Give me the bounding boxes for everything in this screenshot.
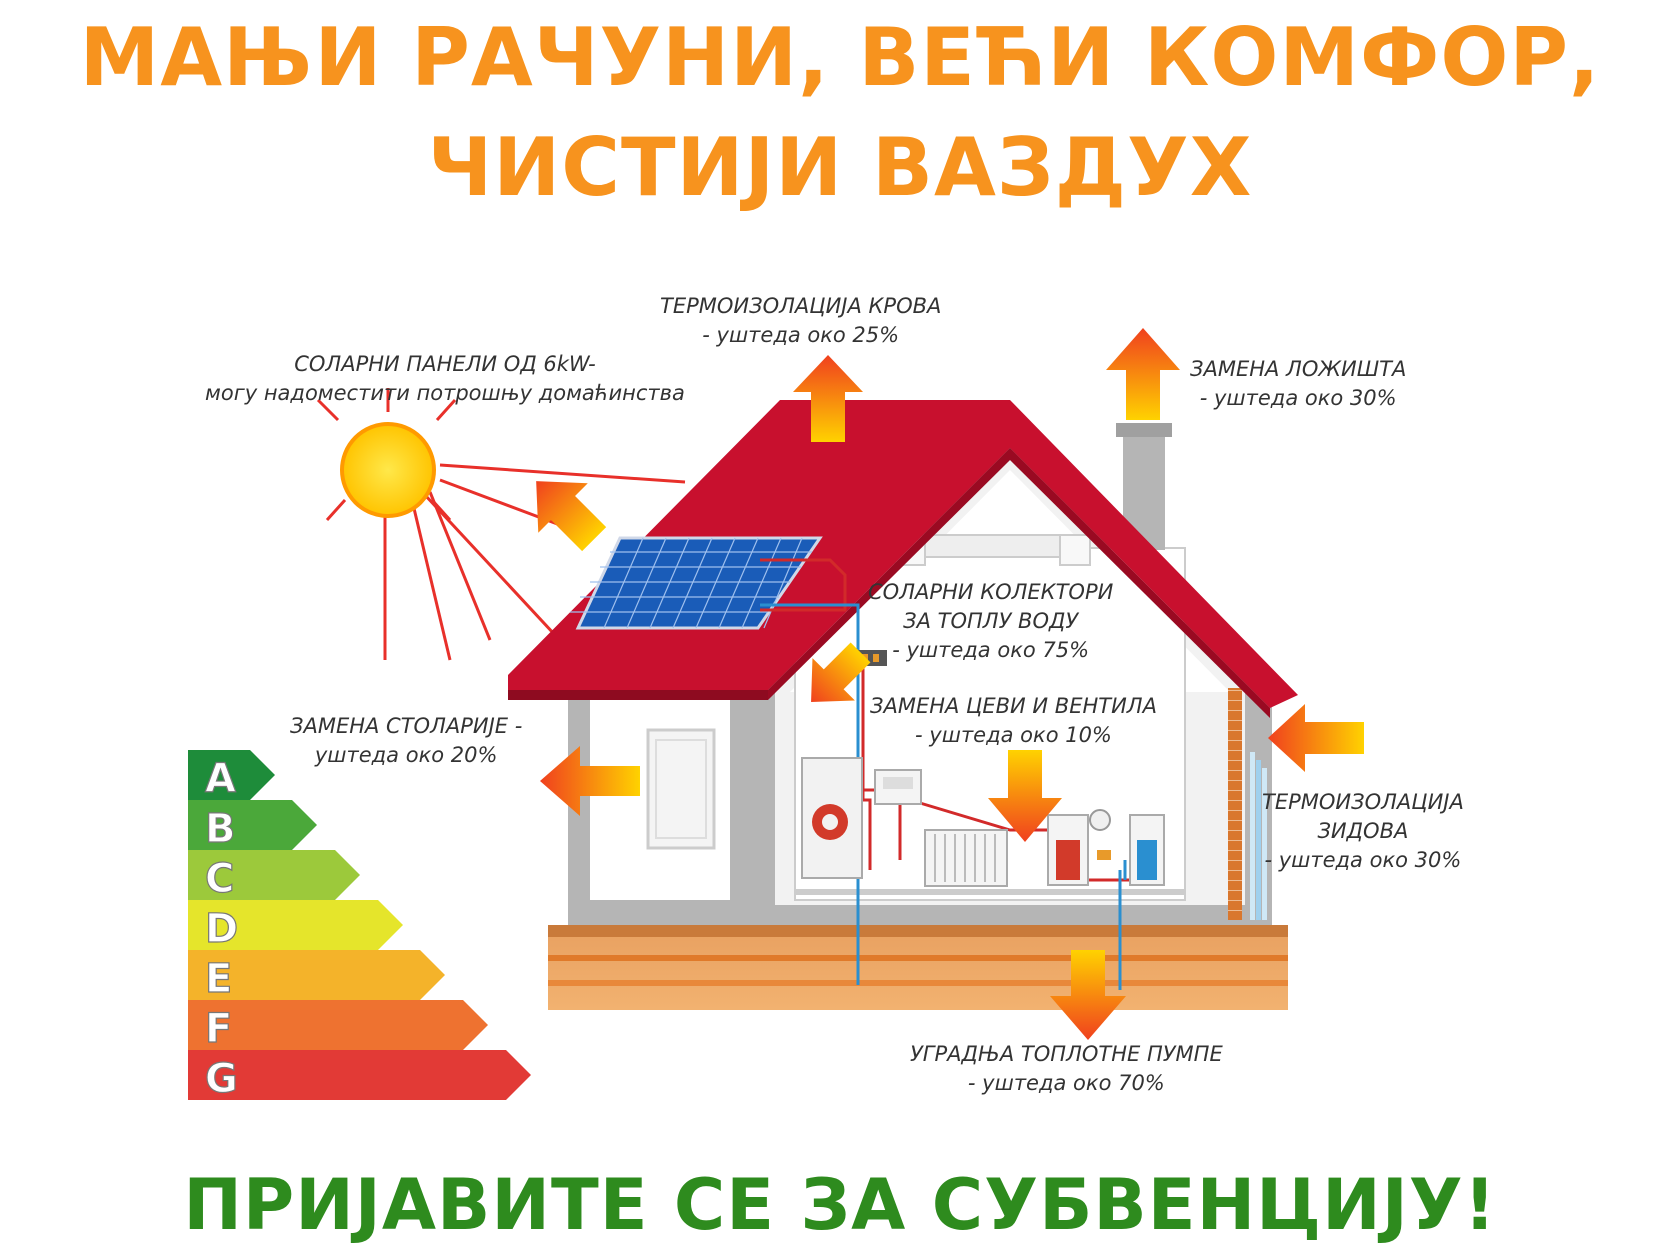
label-solar-panels-title: СОЛАРНИ ПАНЕЛИ ОД 6kW- — [294, 352, 596, 376]
walls-arrow-icon — [1268, 704, 1364, 772]
rating-class-a: A — [188, 750, 275, 803]
roof-arrow-icon — [793, 355, 863, 442]
label-windows-saving: уштеда око 20% — [314, 743, 498, 767]
house-extension — [568, 692, 748, 925]
label-heat-pump-saving: - уштеда око 70% — [967, 1071, 1165, 1095]
rating-class-d: D — [188, 900, 403, 953]
label-pipes-saving: - уштеда око 10% — [915, 723, 1112, 747]
svg-text:A: A — [205, 756, 236, 802]
chimney-arrow-icon — [1106, 328, 1180, 420]
svg-text:B: B — [205, 806, 236, 852]
label-roof-insulation: ТЕРМОИЗОЛАЦИЈА КРОВА - уштеда око 25% — [660, 292, 941, 350]
rating-class-f: F — [188, 1000, 488, 1053]
windows-arrow-icon — [540, 746, 640, 816]
solar-arrow-icon — [536, 481, 607, 552]
boiler-unit — [874, 769, 922, 805]
label-pipes-title: ЗАМЕНА ЦЕВИ И ВЕНТИЛА — [870, 694, 1157, 718]
window-icon — [646, 728, 716, 850]
call-to-action: ПРИЈАВИТЕ СЕ ЗА СУБВЕНЦИЈУ! — [183, 1164, 1497, 1246]
label-solar-panels-saving: могу надоместити потрошњу домаћинства — [205, 381, 685, 405]
label-wall-insulation: ТЕРМОИЗОЛАЦИЈА ЗИДОВА - уштеда око 30% — [1262, 788, 1464, 875]
label-heat-pump: УГРАДЊА ТОПЛОТНЕ ПУМПЕ - уштеда око 70% — [910, 1040, 1223, 1098]
ground — [548, 925, 1288, 1010]
label-roof-title: ТЕРМОИЗОЛАЦИЈА КРОВА — [660, 294, 942, 318]
water-tank-icon — [1047, 814, 1165, 886]
label-furnace: ЗАМЕНА ЛОЖИШТА - уштеда око 30% — [1190, 355, 1406, 413]
headline-line-1: МАЊИ РАЧУНИ, ВЕЋИ КОМФОР, — [79, 11, 1601, 104]
label-solar-panels: СОЛАРНИ ПАНЕЛИ ОД 6kW- могу надоместити … — [205, 350, 685, 408]
label-roof-saving: - уштеда око 25% — [702, 323, 900, 347]
svg-text:D: D — [205, 906, 238, 952]
rating-class-e: E — [188, 950, 445, 1003]
svg-text:C: C — [205, 856, 234, 902]
svg-text:F: F — [205, 1006, 232, 1052]
rating-class-c: C — [188, 850, 360, 903]
label-walls-line1: ТЕРМОИЗОЛАЦИЈА — [1262, 790, 1464, 814]
label-solar-collectors: СОЛАРНИ КОЛЕКТОРИ ЗА ТОПЛУ ВОДУ - уштеда… — [868, 578, 1113, 665]
rating-class-g: G — [188, 1050, 531, 1103]
solar-panel-icon — [570, 536, 823, 630]
label-solar-collectors-saving: - уштеда око 75% — [892, 638, 1090, 662]
pipes-arrow-icon — [988, 750, 1062, 842]
label-heat-pump-title: УГРАДЊА ТОПЛОТНЕ ПУМПЕ — [910, 1042, 1223, 1066]
svg-text:G: G — [205, 1056, 238, 1102]
collector-arrow-icon — [811, 642, 871, 702]
label-windows-title: ЗАМЕНА СТОЛАРИЈЕ - — [290, 714, 523, 738]
svg-text:E: E — [205, 956, 232, 1002]
water-pipes — [760, 558, 1140, 990]
chimney — [1116, 423, 1172, 550]
label-walls-line2: ЗИДОВА — [1317, 819, 1409, 843]
label-walls-saving: - уштеда око 30% — [1264, 848, 1462, 872]
label-solar-collectors-line1: СОЛАРНИ КОЛЕКТОРИ — [868, 580, 1114, 604]
heat-pump-unit — [801, 757, 863, 879]
label-windows: ЗАМЕНА СТОЛАРИЈЕ - уштеда око 20% — [290, 712, 522, 770]
heat-pump-arrow-icon — [1050, 950, 1126, 1040]
label-furnace-title: ЗАМЕНА ЛОЖИШТА — [1190, 357, 1407, 381]
rating-class-b: B — [188, 800, 317, 853]
label-pipes-valves: ЗАМЕНА ЦЕВИ И ВЕНТИЛА - уштеда око 10% — [870, 692, 1157, 750]
label-solar-collectors-line2: ЗА ТОПЛУ ВОДУ — [903, 609, 1079, 633]
radiator-icon — [924, 829, 1008, 887]
house-roof — [508, 400, 1298, 718]
label-furnace-saving: - уштеда око 30% — [1199, 386, 1397, 410]
energy-rating-scale: A B C D E F G — [188, 750, 531, 1103]
headline-line-2: ЧИСТИЈИ ВАЗДУХ — [427, 121, 1253, 214]
